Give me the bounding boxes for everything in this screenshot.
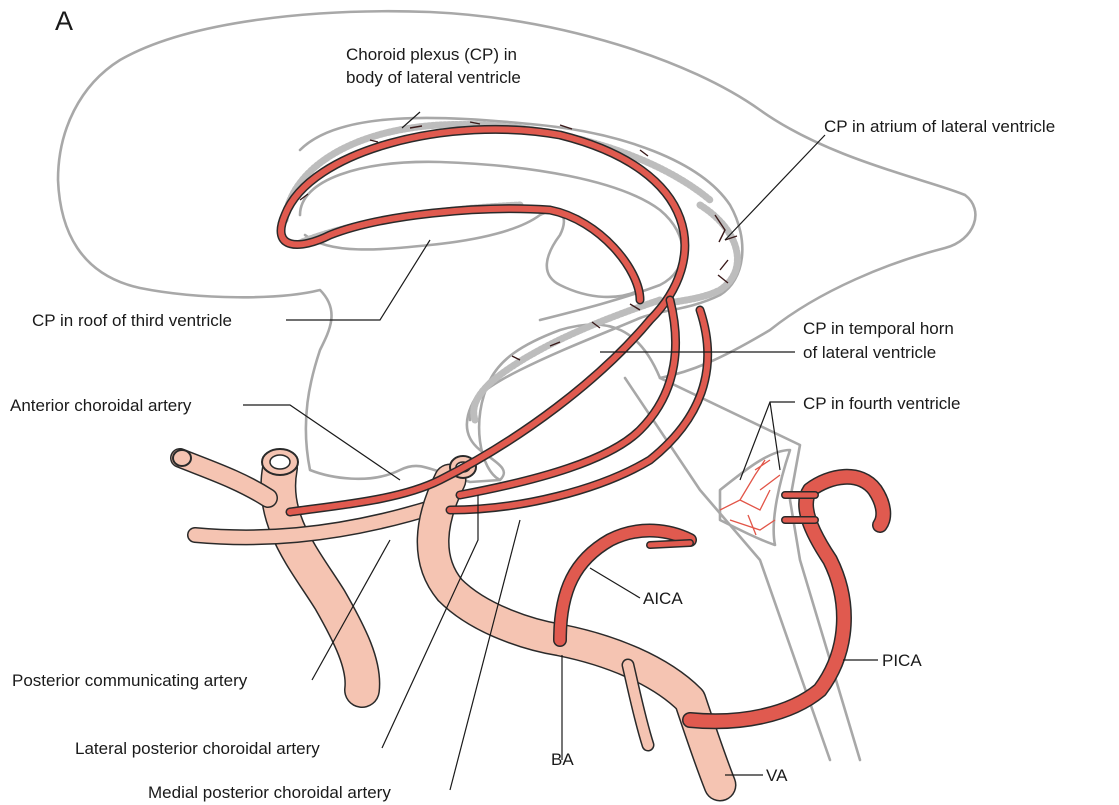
- leader-aica: [590, 568, 640, 598]
- pink-arteries: [173, 449, 720, 785]
- label-ba: BA: [551, 750, 574, 769]
- label-va: VA: [766, 766, 788, 785]
- leader-cp-third: [286, 240, 430, 320]
- leader-medial-posterior-choroidal: [450, 520, 520, 790]
- label-cp-atrium: CP in atrium of lateral ventricle: [824, 117, 1055, 136]
- label-aica: AICA: [643, 589, 683, 608]
- label-cp-temporal-line1: CP in temporal horn: [803, 319, 954, 338]
- ica-anterior-branch: [180, 458, 268, 498]
- label-medial-posterior-choroidal: Medial posterior choroidal artery: [148, 783, 391, 802]
- label-cp-fourth: CP in fourth ventricle: [803, 394, 960, 413]
- anterior-choroidal-artery-vessel: [281, 129, 685, 512]
- label-pica: PICA: [882, 651, 922, 670]
- label-lateral-posterior-choroidal: Lateral posterior choroidal artery: [75, 739, 320, 758]
- label-posterior-communicating: Posterior communicating artery: [12, 671, 248, 690]
- aica-branch: [650, 543, 690, 545]
- basilar-artery-vessel: [433, 480, 720, 785]
- label-cp-body-line1: Choroid plexus (CP) in: [346, 45, 517, 64]
- label-cp-body-line2: body of lateral ventricle: [346, 68, 521, 87]
- panel-letter: A: [55, 6, 73, 36]
- label-cp-third: CP in roof of third ventricle: [32, 311, 232, 330]
- leader-cp-atrium: [725, 135, 825, 240]
- label-cp-temporal-line2: of lateral ventricle: [803, 343, 936, 362]
- ica-lumen: [270, 455, 290, 469]
- ica-branch-cut-end: [173, 450, 191, 466]
- label-anterior-choroidal: Anterior choroidal artery: [10, 396, 192, 415]
